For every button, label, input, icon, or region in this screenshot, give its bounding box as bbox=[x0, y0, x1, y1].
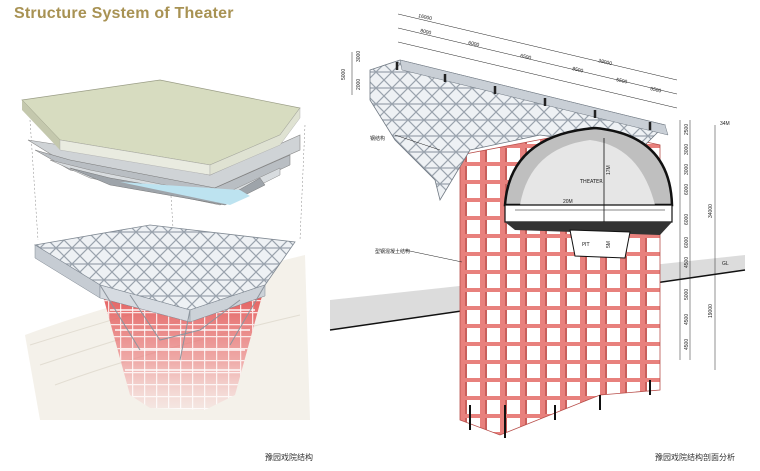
dim-right-lower-3: 4500 bbox=[684, 314, 690, 325]
label-theater: THEATER bbox=[579, 179, 603, 185]
dim-right-3: 3000 bbox=[684, 164, 690, 175]
left-caption: 豫园戏院结构 bbox=[265, 453, 313, 462]
theater-dome bbox=[503, 126, 674, 259]
dim-left-3: 2000 bbox=[356, 79, 362, 90]
dim-right-lower-1: 5000 bbox=[684, 289, 690, 300]
label-concrete-structure: 型钢混凝土结构 bbox=[375, 248, 410, 255]
dim-top-1: 16000 bbox=[418, 13, 433, 22]
dim-top-5: 38000 bbox=[598, 58, 613, 67]
dim-top-7: 5500 bbox=[616, 77, 628, 85]
dim-left-2: 3000 bbox=[356, 51, 362, 62]
dim-right-1: 2500 bbox=[684, 124, 690, 135]
label-ground-level: GL bbox=[722, 261, 729, 267]
dim-right-lower-2: 19000 bbox=[708, 304, 714, 318]
roof-stack bbox=[21, 79, 301, 206]
dim-right-lower-4: 4500 bbox=[684, 339, 690, 350]
dim-right-7: 6000 bbox=[684, 237, 690, 248]
dim-top-4: 6500 bbox=[520, 53, 532, 61]
dim-left-1: 5000 bbox=[341, 69, 347, 80]
dimension-lines bbox=[351, 13, 716, 370]
label-height-17m: 17M bbox=[606, 165, 612, 175]
dim-top-3: 6000 bbox=[468, 40, 480, 48]
label-height-34m: 34M bbox=[720, 121, 730, 127]
label-steel-structure: 钢结构 bbox=[370, 135, 385, 142]
dim-top-8: 6500 bbox=[650, 86, 662, 94]
right-steel-roof bbox=[369, 59, 669, 202]
dim-right-5: 34000 bbox=[708, 204, 714, 218]
label-pit: PIT bbox=[582, 242, 590, 248]
label-span-20m: 20M bbox=[563, 199, 573, 205]
dim-top-6: 8500 bbox=[572, 66, 584, 74]
dim-right-4: 6000 bbox=[684, 184, 690, 195]
dim-top-2: 8000 bbox=[420, 28, 432, 36]
label-height-5m: 5M bbox=[606, 241, 612, 248]
page-title: Structure System of Theater bbox=[14, 5, 234, 22]
dim-right-8: 4500 bbox=[684, 257, 690, 268]
left-steel-canopy bbox=[33, 224, 296, 361]
dim-right-2: 3000 bbox=[684, 144, 690, 155]
dim-right-6: 6000 bbox=[684, 214, 690, 225]
right-caption: 豫园戏院结构剖面分析 bbox=[655, 453, 735, 462]
